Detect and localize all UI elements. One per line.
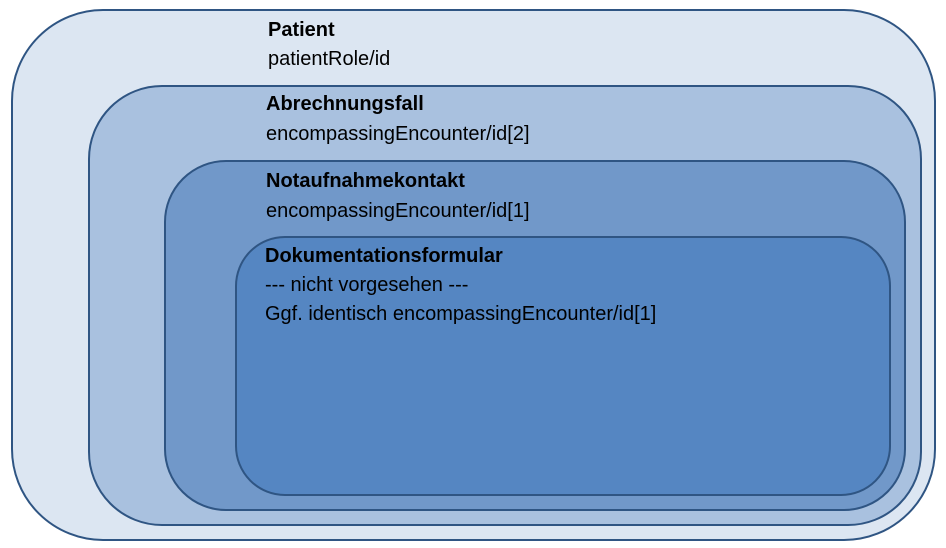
- abrechnungsfall-id-path: encompassingEncounter/id[2]: [266, 123, 530, 145]
- abrechnungsfall-title: Abrechnungsfall: [266, 93, 424, 115]
- patient-id-path: patientRole/id: [268, 48, 391, 70]
- dokumentationsformular-id-path: Ggf. identisch encompassingEncounter/id[…: [265, 303, 657, 325]
- patient-title: Patient: [268, 19, 335, 41]
- dokumentationsformular-note: --- nicht vorgesehen ---: [265, 274, 469, 296]
- dokumentationsformular-box: [235, 236, 891, 496]
- notaufnahmekontakt-title: Notaufnahmekontakt: [266, 170, 465, 192]
- dokumentationsformular-title: Dokumentationsformular: [265, 245, 503, 267]
- notaufnahmekontakt-id-path: encompassingEncounter/id[1]: [266, 200, 530, 222]
